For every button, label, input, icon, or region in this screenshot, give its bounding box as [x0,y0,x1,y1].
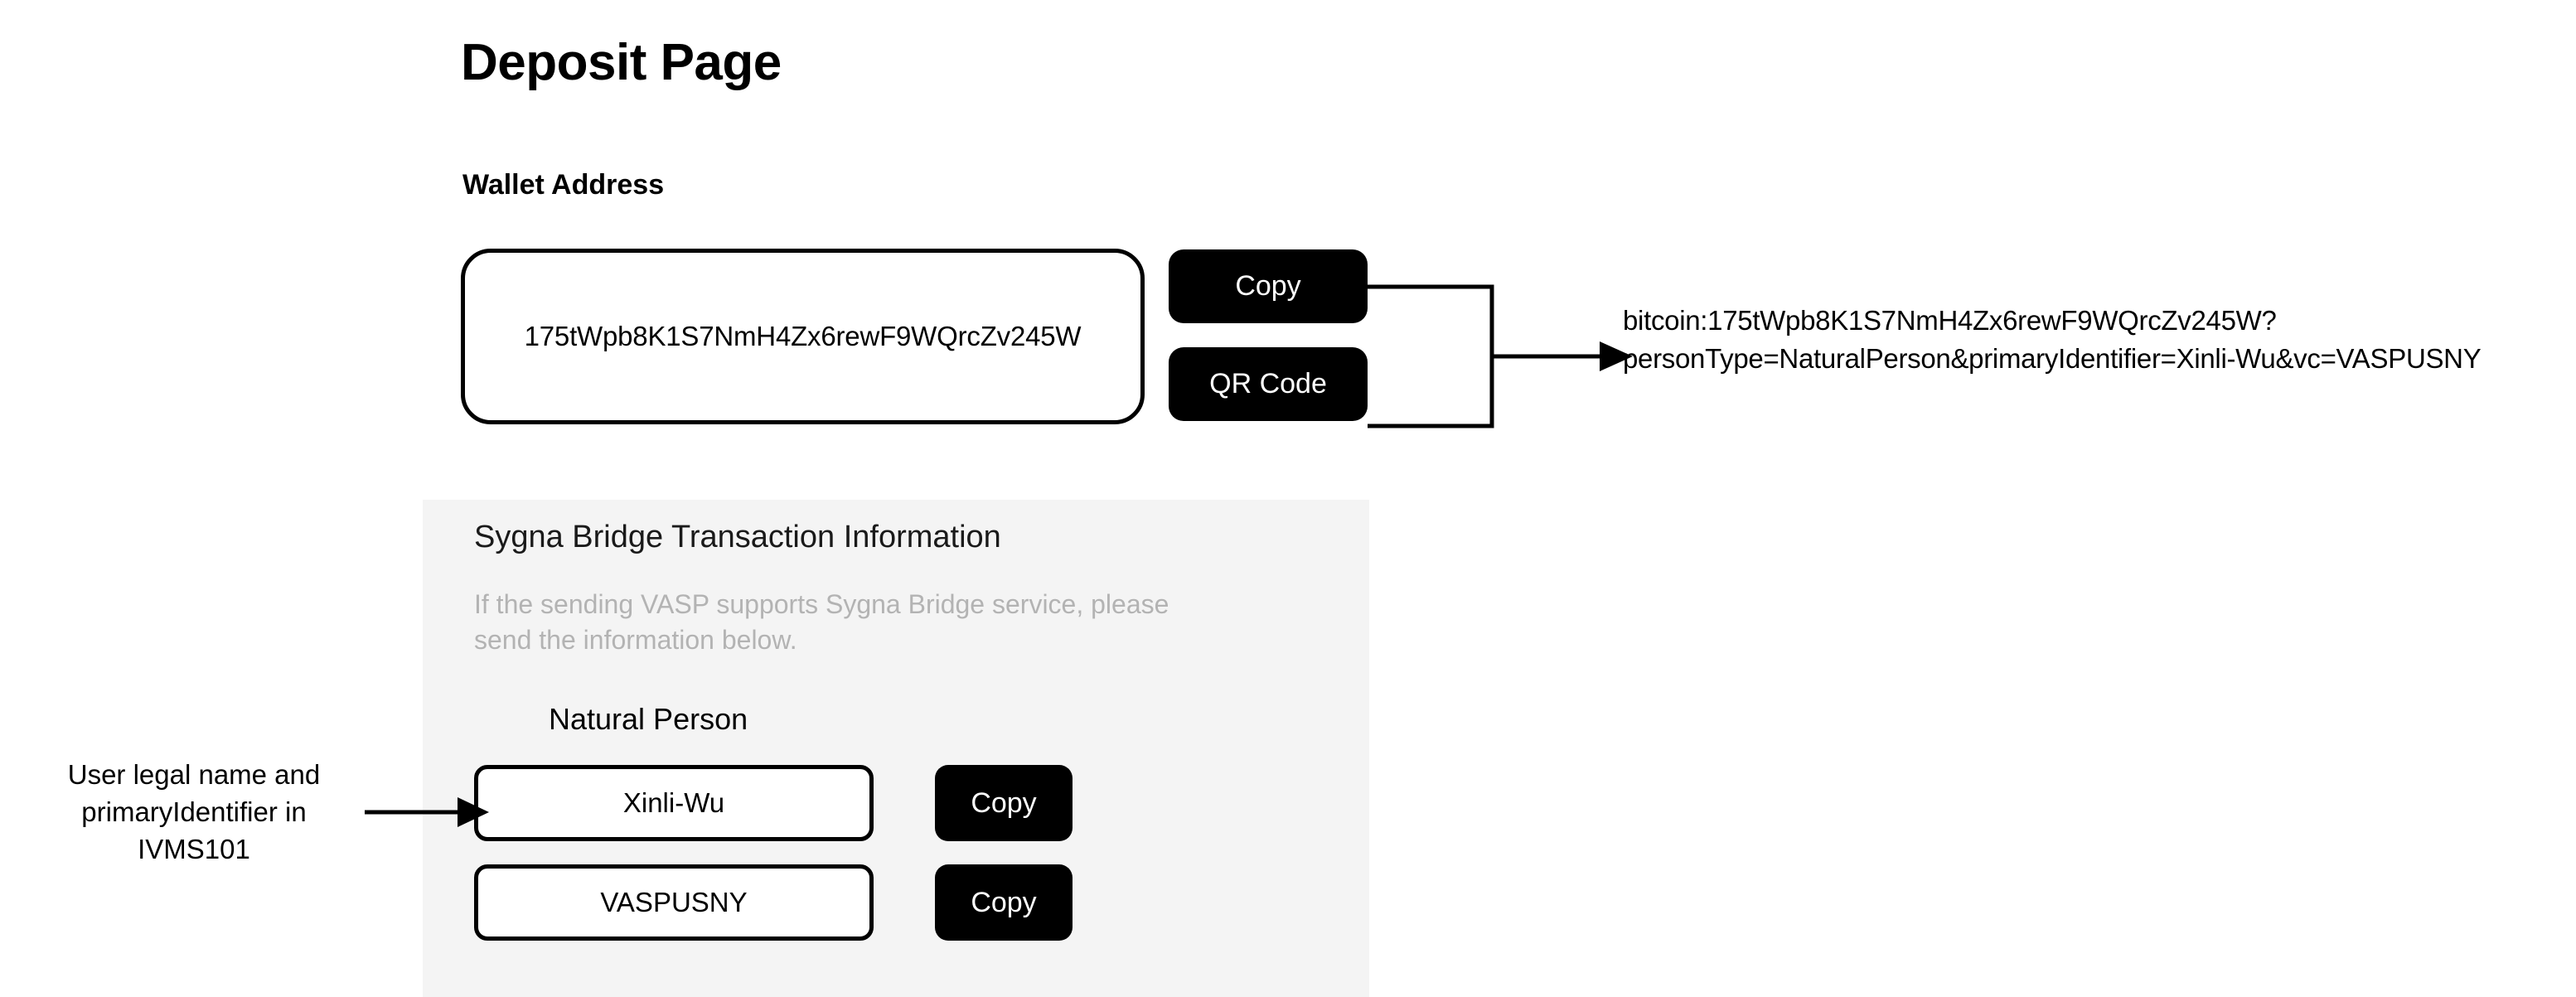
copy-primary-identifier-button[interactable]: Copy [935,765,1073,841]
primary-identifier-field[interactable]: Xinli-Wu [474,765,874,841]
deposit-uri-text: bitcoin:175tWpb8K1S7NmH4Zx6rewF9WQrcZv24… [1623,305,2482,374]
wallet-address-value: 175tWpb8K1S7NmH4Zx6rewF9WQrcZv245W [524,321,1082,351]
annotation-text: User legal name and primaryIdentifier in… [67,759,321,864]
uri-connector-lines [1368,284,1633,428]
person-type-label: Natural Person [549,702,748,736]
panel-description: If the sending VASP supports Sygna Bridg… [474,589,1169,655]
page-title: Deposit Page [461,34,782,91]
vasp-code-value: VASPUSNY [600,887,748,917]
vasp-code-field[interactable]: VASPUSNY [474,864,874,941]
wallet-address-field[interactable]: 175tWpb8K1S7NmH4Zx6rewF9WQrcZv245W [461,249,1145,424]
copy-address-button[interactable]: Copy [1169,249,1368,323]
wallet-address-label: Wallet Address [462,169,665,201]
panel-title: Sygna Bridge Transaction Information [474,520,1001,554]
qr-code-button[interactable]: QR Code [1169,347,1368,421]
copy-vasp-code-button[interactable]: Copy [935,864,1073,941]
primary-identifier-value: Xinli-Wu [622,787,725,818]
sygna-bridge-panel: Sygna Bridge Transaction Information If … [423,500,1369,997]
